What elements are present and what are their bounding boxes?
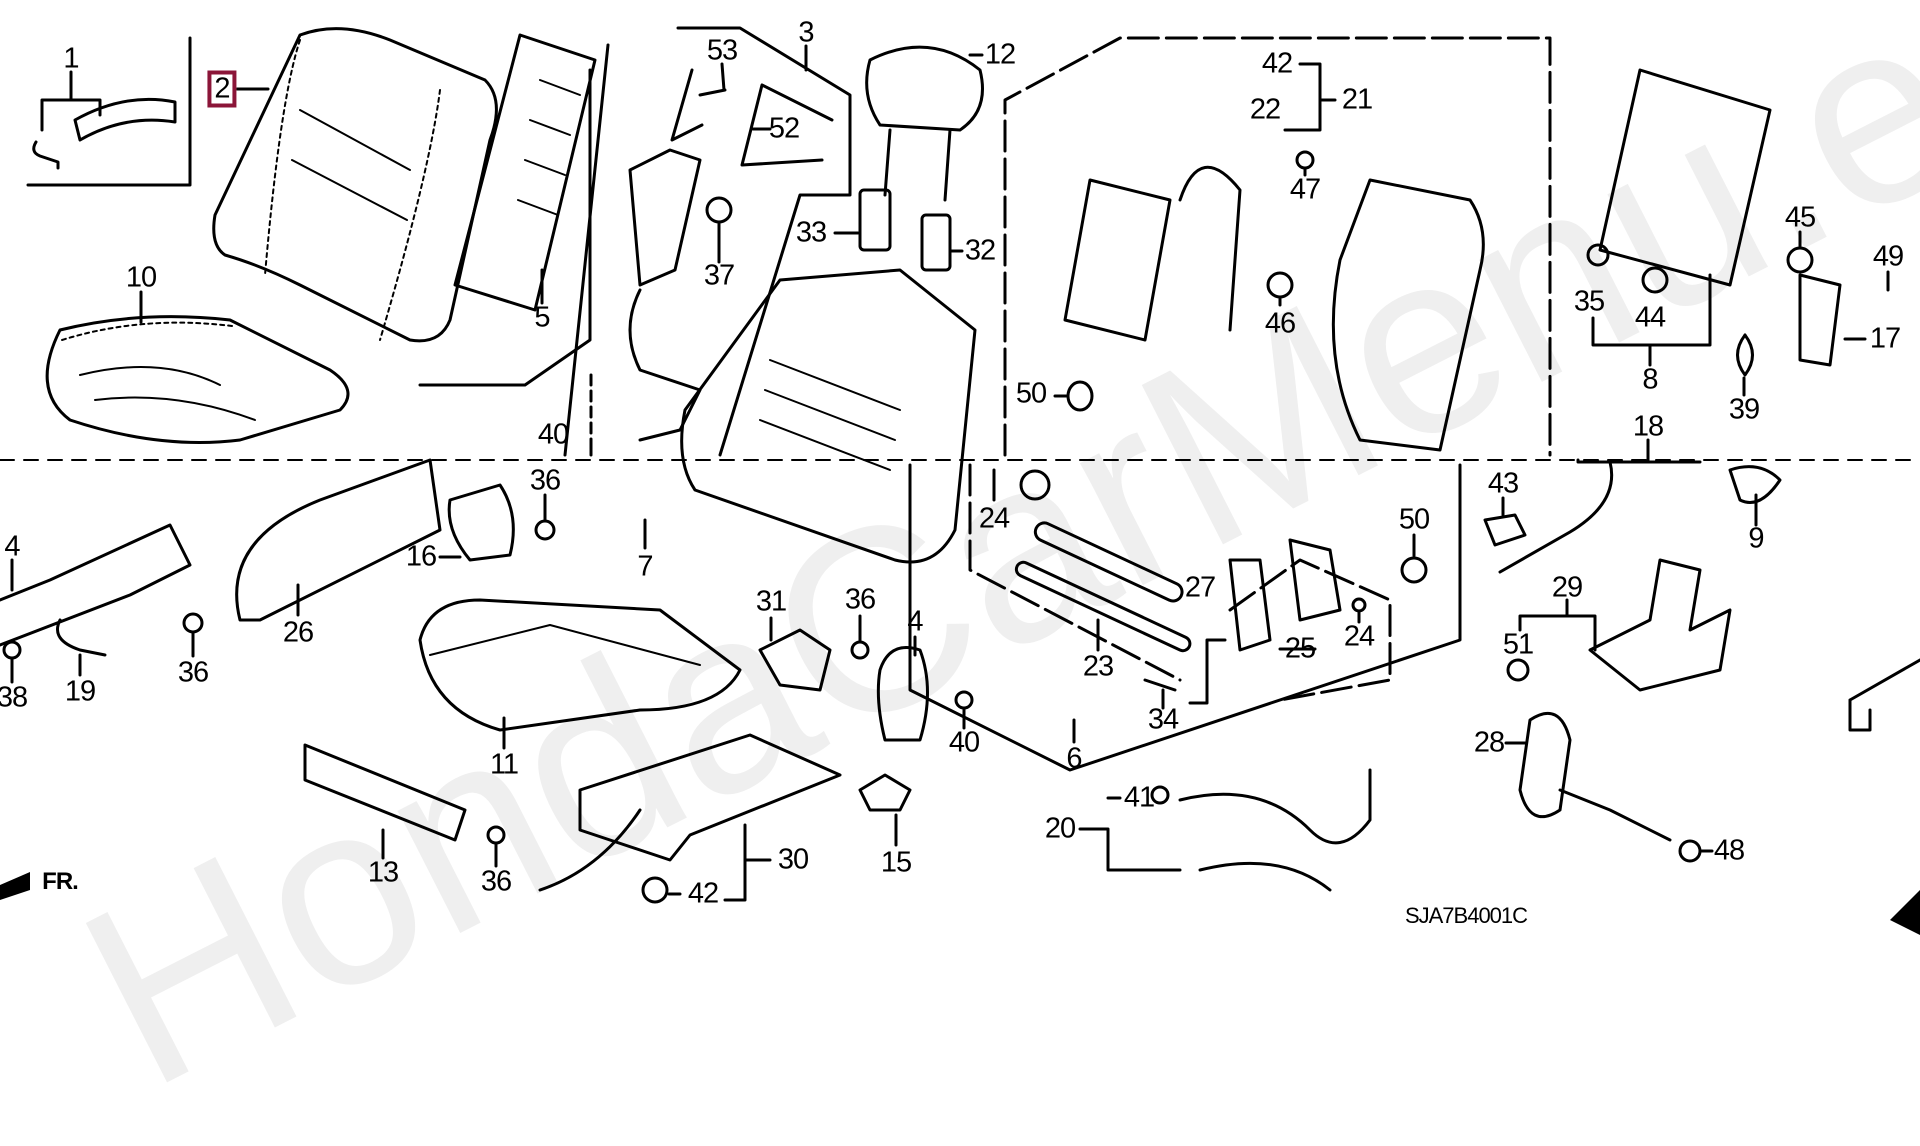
callout-part-53[interactable]: 53: [706, 34, 738, 67]
right-lower-parts: [1483, 438, 1920, 863]
headrest-guides: [705, 188, 964, 272]
callout-part-33[interactable]: 33: [795, 216, 827, 249]
part-3-group: [670, 26, 852, 457]
seatback-frame-group: [1003, 36, 1552, 457]
callout-part-42[interactable]: 42: [1261, 47, 1293, 80]
callout-part-26[interactable]: 26: [282, 616, 314, 649]
callout-part-17[interactable]: 17: [1869, 322, 1901, 355]
callout-part-47[interactable]: 47: [1289, 173, 1321, 206]
callout-part-50[interactable]: 50: [1398, 503, 1430, 536]
part-5-seatback-heater: [418, 33, 597, 387]
part-30-seat-heater: [538, 733, 842, 904]
callout-part-39[interactable]: 39: [1728, 393, 1760, 426]
callout-part-41[interactable]: 41: [1123, 781, 1155, 814]
callout-part-25[interactable]: 25: [1284, 632, 1316, 665]
callout-part-35[interactable]: 35: [1573, 285, 1605, 318]
callout-part-9[interactable]: 9: [1748, 522, 1764, 555]
callout-part-21[interactable]: 21: [1341, 83, 1373, 116]
callout-part-16[interactable]: 16: [405, 540, 437, 573]
callout-part-15[interactable]: 15: [880, 846, 912, 879]
switch-panel: [563, 43, 702, 457]
callout-part-12[interactable]: 12: [984, 38, 1016, 71]
corner-arrow-icon: [1890, 890, 1920, 935]
callout-part-38[interactable]: 38: [0, 681, 28, 714]
part-26-side-cover: [235, 458, 442, 622]
part-12-headrest: [865, 45, 984, 202]
part-2-seatback-cover: [212, 27, 498, 343]
callout-part-52[interactable]: 52: [768, 112, 800, 145]
callout-part-31[interactable]: 31: [755, 585, 787, 618]
part-13-trim: [303, 743, 506, 868]
callout-part-45[interactable]: 45: [1784, 201, 1816, 234]
callout-part-6[interactable]: 6: [1066, 742, 1082, 775]
callout-part-36[interactable]: 36: [480, 865, 512, 898]
part-16-bracket: [438, 483, 556, 562]
callout-part-24[interactable]: 24: [1343, 620, 1375, 653]
part-10-seat-cushion-cover: [45, 290, 350, 444]
callout-part-1[interactable]: 1: [63, 42, 79, 75]
callout-part-37[interactable]: 37: [703, 259, 735, 292]
callout-part-8[interactable]: 8: [1642, 363, 1658, 396]
direction-marker-label: FR.: [42, 868, 79, 895]
callout-part-29[interactable]: 29: [1551, 571, 1583, 604]
callout-part-4[interactable]: 4: [4, 530, 20, 563]
callout-part-22[interactable]: 22: [1249, 93, 1281, 126]
callout-part-43[interactable]: 43: [1487, 467, 1519, 500]
callout-part-27[interactable]: 27: [1184, 571, 1216, 604]
middle-small-parts: [758, 614, 974, 847]
callout-part-40[interactable]: 40: [537, 418, 569, 451]
callout-part-2-highlighted[interactable]: 2: [207, 70, 237, 108]
callout-part-19[interactable]: 19: [64, 675, 96, 708]
callout-part-36[interactable]: 36: [177, 656, 209, 689]
callout-part-48[interactable]: 48: [1713, 834, 1745, 867]
callout-part-7[interactable]: 7: [637, 550, 653, 583]
callout-part-23[interactable]: 23: [1082, 650, 1114, 683]
callout-part-36[interactable]: 36: [844, 583, 876, 616]
callout-part-11[interactable]: 11: [489, 748, 519, 781]
callout-part-40[interactable]: 40: [948, 726, 980, 759]
callout-part-18[interactable]: 18: [1632, 410, 1664, 443]
part-4-rail-left: [0, 523, 204, 684]
callout-part-3[interactable]: 3: [798, 16, 814, 49]
callout-part-28[interactable]: 28: [1473, 726, 1505, 759]
callout-part-10[interactable]: 10: [125, 261, 157, 294]
callout-part-46[interactable]: 46: [1264, 307, 1296, 340]
callout-part-32[interactable]: 32: [964, 234, 996, 267]
inset-box-part-1: [26, 36, 192, 187]
callout-part-42[interactable]: 42: [687, 877, 719, 910]
part-20-harness: [1078, 768, 1372, 892]
callout-part-50[interactable]: 50: [1015, 377, 1047, 410]
callout-part-24[interactable]: 24: [978, 502, 1010, 535]
callout-part-49[interactable]: 49: [1872, 240, 1904, 273]
part-7-seatback: [643, 268, 977, 564]
part-6-adjuster-group: [908, 463, 1462, 772]
front-direction-arrow-icon: [0, 872, 30, 900]
diagram-code: SJA7B4001C: [1404, 903, 1528, 928]
diagram-artwork: [0, 26, 1920, 904]
callout-part-34[interactable]: 34: [1147, 703, 1179, 736]
callout-part-51[interactable]: 51: [1502, 628, 1534, 661]
callout-part-13[interactable]: 13: [367, 856, 399, 889]
callout-part-30[interactable]: 30: [777, 843, 809, 876]
callout-part-4[interactable]: 4: [907, 605, 923, 638]
callout-part-5[interactable]: 5: [534, 301, 550, 334]
part-11-seat-cushion: [418, 598, 742, 750]
callout-part-20[interactable]: 20: [1044, 812, 1076, 845]
callout-part-36[interactable]: 36: [529, 464, 561, 497]
callout-part-44[interactable]: 44: [1634, 301, 1666, 334]
part-8-back-panel: [1586, 68, 1890, 397]
